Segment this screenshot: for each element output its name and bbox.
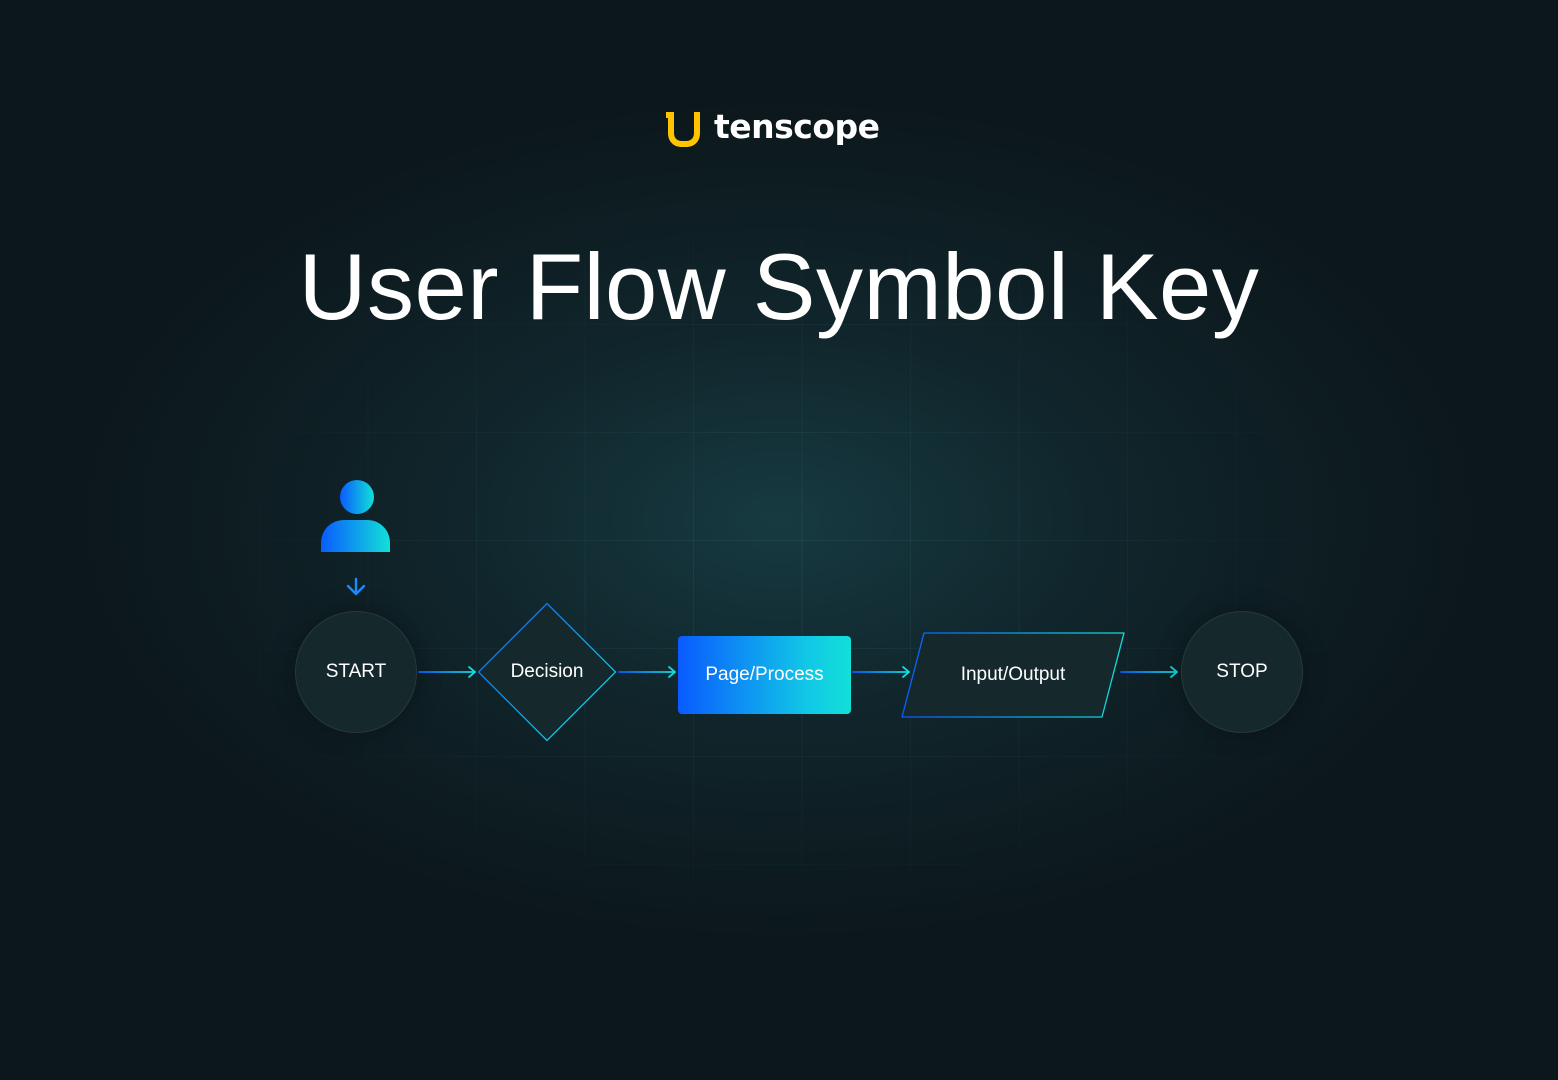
arrow-down-icon: [346, 577, 366, 596]
input-output-node-label: Input/Output: [960, 664, 1066, 685]
decision-node-label: Decision: [510, 661, 584, 682]
decision-node: Decision: [477, 602, 617, 742]
start-node-label: START: [325, 661, 387, 682]
process-node-label: Page/Process: [705, 664, 824, 685]
process-node: Page/Process: [678, 636, 851, 714]
brand-logo: tenscope: [662, 104, 880, 150]
start-node: START: [295, 611, 417, 733]
arrow-right-icon: [852, 666, 910, 678]
user-icon: [321, 480, 390, 552]
parallelogram-shape: [901, 632, 1125, 718]
arrow-right-icon: [1120, 666, 1178, 678]
arrow-right-icon: [418, 666, 476, 678]
brand-name: tenscope: [714, 107, 880, 146]
stop-node: STOP: [1181, 611, 1303, 733]
tenscope-logo-icon: [666, 112, 700, 147]
arrow-right-icon: [618, 666, 676, 678]
input-output-node: Input/Output: [900, 632, 1126, 718]
diamond-shape: [477, 602, 617, 742]
page-title: User Flow Symbol Key: [298, 234, 1260, 339]
stop-node-label: STOP: [1216, 661, 1268, 682]
